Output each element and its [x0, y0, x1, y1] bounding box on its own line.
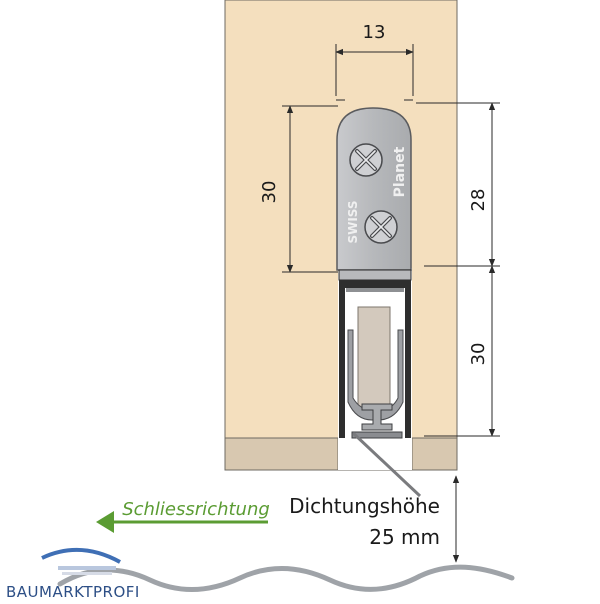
- seal-insert-block: [357, 306, 391, 413]
- seal-lip: [351, 431, 403, 439]
- logo-text: BAUMARKTPROFI: [6, 583, 140, 600]
- plate-brand-text: Planet: [392, 146, 408, 197]
- dimension-top-width: 13: [335, 22, 414, 101]
- lower-screw-icon: [364, 210, 398, 244]
- dimension-right-lower: 30: [424, 265, 500, 437]
- seal-height-value: 25 mm: [369, 525, 440, 549]
- door-bottom-left: [224, 437, 339, 471]
- floor-line: [57, 564, 515, 592]
- dimension-right-upper-label: 28: [468, 189, 489, 212]
- upper-screw-icon: [349, 143, 383, 177]
- closing-direction-arrow-icon: [96, 511, 268, 533]
- seal-foot: [361, 403, 393, 431]
- baumarktprofi-logo: BAUMARKTPROFI: [6, 547, 140, 601]
- dimension-right-lower-label: 30: [468, 343, 489, 366]
- plate-origin-text: SWISS: [346, 200, 360, 243]
- door-bottom-right: [411, 437, 458, 471]
- seal-height-label: Dichtungshöhe: [289, 494, 440, 518]
- closing-direction-label: Schliessrichtung: [122, 499, 270, 520]
- dimension-top-width-label: 13: [363, 22, 386, 43]
- dimension-right-upper: 28: [416, 102, 500, 267]
- seal-profile-housing: [338, 269, 412, 438]
- seal-pointer-line: [351, 431, 422, 498]
- dimension-left-height: 30: [259, 105, 338, 273]
- dimension-left-height-label: 30: [259, 181, 280, 204]
